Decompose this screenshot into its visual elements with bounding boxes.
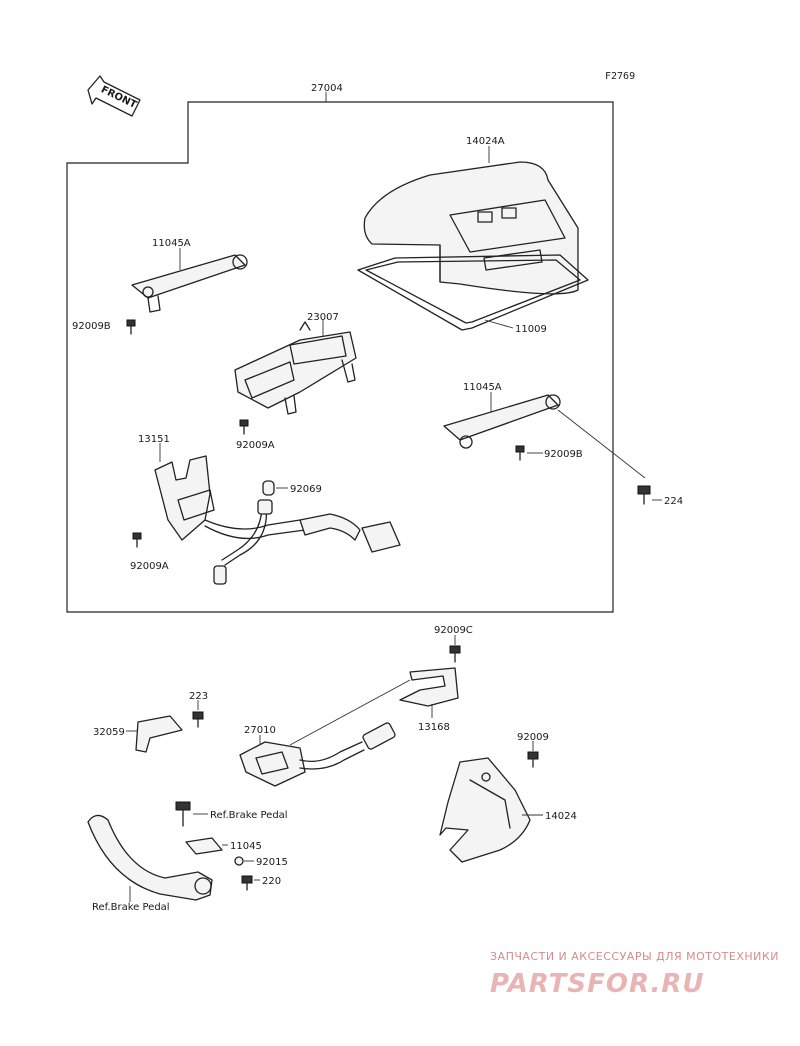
bolt-92009c [449, 645, 461, 663]
bolt-224 [637, 485, 651, 505]
label-27010: 27010 [244, 725, 276, 736]
label-223: 223 [189, 691, 208, 702]
socket-harness-13151 [154, 455, 401, 585]
figure-code: F2769 [605, 71, 635, 82]
label-13168: 13168 [418, 722, 450, 733]
bolt-92009b-right [515, 445, 525, 461]
label-224: 224 [664, 496, 683, 507]
bolt-brake-pedal [175, 801, 191, 827]
label-92009: 92009 [517, 732, 549, 743]
label-92009b-2: 92009B [544, 449, 583, 460]
nut-92015 [234, 856, 244, 866]
label-27004: 27004 [311, 83, 343, 94]
gasket-11009 [357, 254, 589, 331]
watermark-brand: PARTSFOR.RU [490, 969, 704, 999]
label-92009a-2: 92009A [130, 561, 169, 572]
bolt-223 [192, 711, 204, 728]
brake-pedal-arm [87, 814, 213, 901]
assembly-frame [66, 101, 614, 613]
label-ref-brake-pedal-2: Ref.Brake Pedal [92, 902, 170, 913]
label-92009a-1: 92009A [236, 440, 275, 451]
cover-14024a [363, 161, 579, 295]
label-13151: 13151 [138, 434, 170, 445]
cover-14024 [439, 757, 531, 863]
front-label: FRONT [99, 84, 138, 111]
label-11009: 11009 [515, 324, 547, 335]
holder-23007 [234, 321, 357, 415]
front-arrow-icon: FRONT [87, 75, 141, 117]
label-11045a-1: 11045A [152, 238, 191, 249]
label-14024a: 14024A [466, 136, 505, 147]
bulb-92069 [262, 480, 275, 496]
label-14024: 14024 [545, 811, 577, 822]
bracket-13168 [399, 667, 459, 707]
bolt-92009a-upper [239, 419, 249, 435]
label-11045: 11045 [230, 841, 262, 852]
label-92069: 92069 [290, 484, 322, 495]
bolt-92009b-left [126, 319, 136, 335]
label-92009c: 92009C [434, 625, 473, 636]
bracket-32059 [135, 715, 183, 753]
bracket-11045 [185, 837, 223, 855]
bracket-11045a-left [131, 254, 248, 313]
watermark-tagline: ЗАПЧАСТИ И АКСЕССУАРЫ ДЛЯ МОТОТЕХНИКИ [490, 950, 779, 963]
bracket-11045a-right [443, 394, 561, 449]
label-23007: 23007 [307, 312, 339, 323]
label-ref-brake-pedal-1: Ref.Brake Pedal [210, 810, 288, 821]
bolt-92009 [527, 751, 539, 768]
label-92015: 92015 [256, 857, 288, 868]
bolt-92009a-lower [132, 532, 142, 548]
label-92009b-1: 92009B [72, 321, 111, 332]
label-220: 220 [262, 876, 281, 887]
label-11045a-2: 11045A [463, 382, 502, 393]
label-32059: 32059 [93, 727, 125, 738]
bolt-220 [241, 875, 253, 891]
switch-27010 [239, 722, 396, 787]
